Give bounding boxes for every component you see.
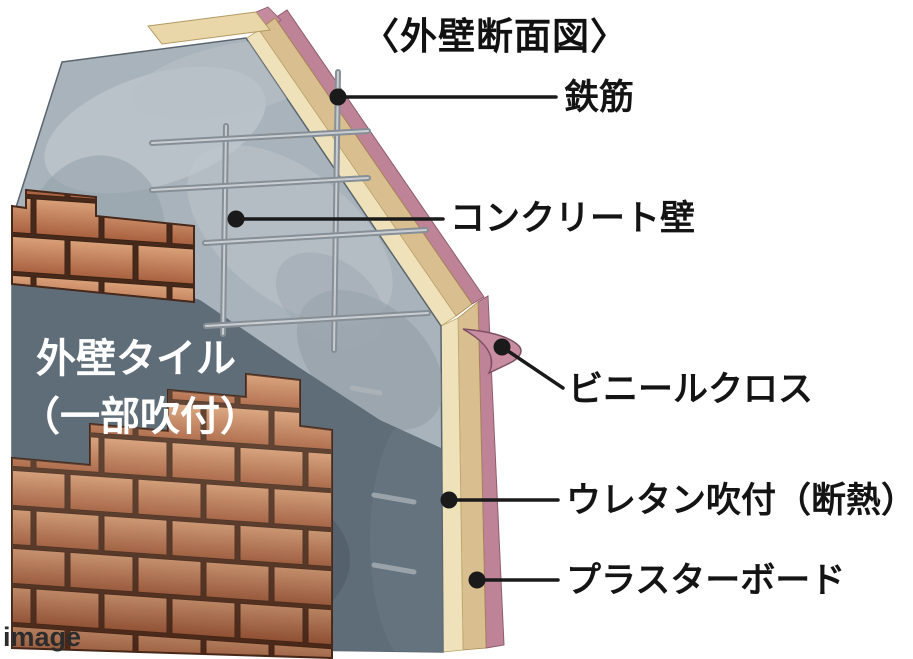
rebar-bars xyxy=(149,69,431,575)
diagram-title: 〈外壁断面図〉 xyxy=(362,16,628,57)
label-plasterboard: プラスターボード xyxy=(566,561,846,600)
callout-dot-rebar xyxy=(329,88,347,106)
image-watermark: image xyxy=(3,622,82,652)
callout-dot-plaster xyxy=(468,571,486,589)
label-rebar: 鉄筋 xyxy=(564,78,635,117)
brick-tile-wall xyxy=(11,372,333,659)
label-vinyl-cloth: ビニールクロス xyxy=(568,370,814,409)
plasterboard-layer xyxy=(258,17,487,651)
brick-tile-cluster xyxy=(11,188,195,304)
label-wall-tile-line1: 外壁タイル xyxy=(36,337,236,381)
leader-line-vinyl xyxy=(500,345,565,390)
label-wall-tile-line2: （一部吹付） xyxy=(20,395,260,439)
callout-dot-vinyl xyxy=(493,338,511,356)
board-top-cap xyxy=(147,11,271,45)
label-urethane: ウレタン吹付（断熱） xyxy=(566,481,913,520)
label-wall-tile: 外壁タイル （一部吹付） xyxy=(20,330,260,446)
callout-dot-urethane xyxy=(440,491,458,509)
callout-dot-concrete xyxy=(227,210,245,228)
callout-dots xyxy=(227,88,511,589)
leader-lines xyxy=(234,95,565,582)
label-concrete-wall: コンクリート壁 xyxy=(450,199,696,238)
